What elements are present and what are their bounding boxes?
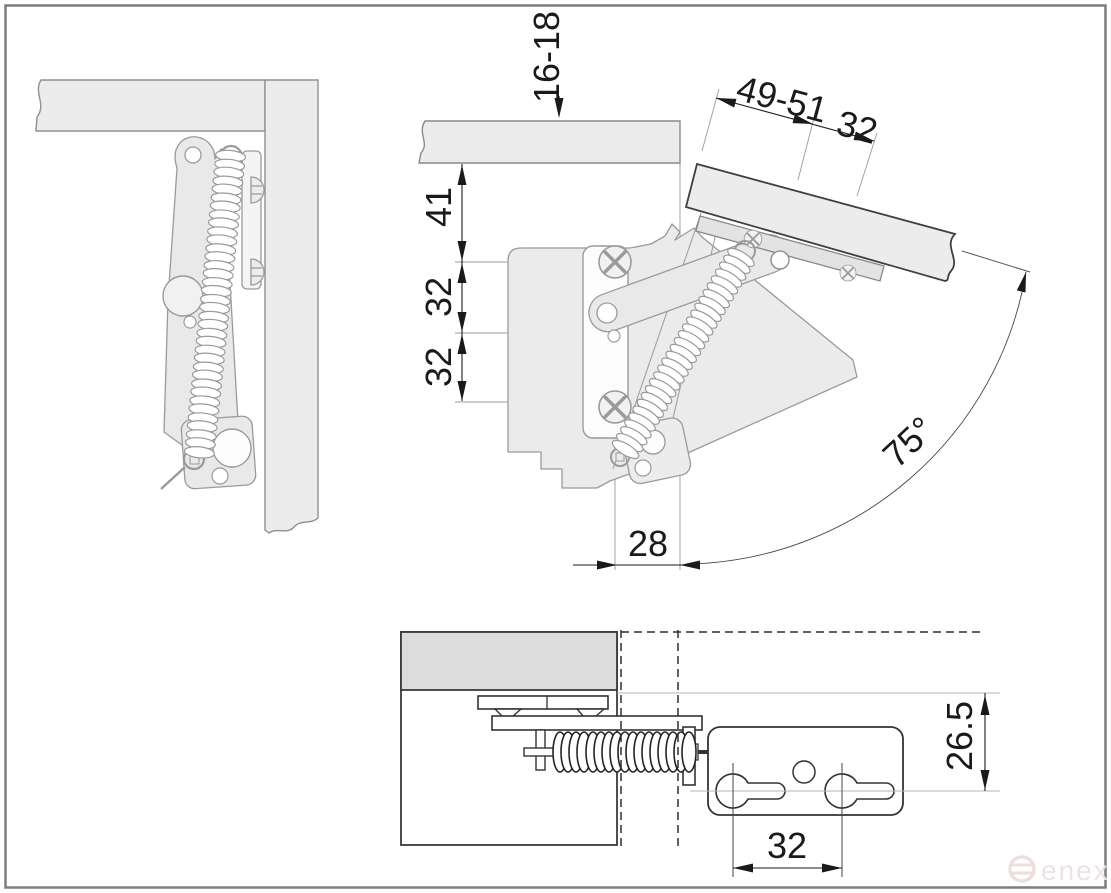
dim-32b-label: 32: [418, 347, 459, 387]
closed-position-view: [35, 79, 319, 534]
arm-pivot: [596, 302, 618, 324]
front-edge-strip: [400, 631, 618, 691]
flap-bracket: [695, 215, 885, 282]
bracket-boss: [770, 250, 790, 270]
flap-panel-closed: [264, 79, 319, 534]
open-position-view: 16-18 41 32 32 49-51 32 75° 28: [418, 11, 1031, 570]
spring-wire-tail: [160, 466, 186, 490]
drawing-border-frame: [4, 4, 1107, 889]
pin-hole: [183, 315, 197, 329]
spring-coil-plan: [552, 731, 697, 773]
bracket-hole: [211, 467, 229, 485]
dimension-hole-spacing: 32: [732, 763, 843, 877]
roller-upper: [162, 275, 204, 317]
dim-panel-thickness-label: 16-18: [526, 11, 567, 103]
plate-screw-bottom: [597, 389, 633, 425]
dim-flap-32-label: 32: [833, 102, 882, 152]
plate-screw-top: [597, 244, 633, 280]
dim-hole-32-label: 32: [767, 825, 807, 866]
dim-41-label: 41: [418, 187, 459, 227]
dimension-top-offset: 41 32 32: [418, 164, 467, 401]
top-panel-closed: [35, 79, 266, 132]
enex-logo-icon: [1008, 855, 1036, 883]
dim-32a-label: 32: [418, 277, 459, 317]
arm-bar-lower: [491, 715, 703, 731]
dim-75deg-label: 75°: [875, 408, 943, 475]
side-screw: [250, 176, 265, 204]
bracket-hole: [634, 459, 652, 477]
brand-watermark: enex: [1008, 855, 1110, 886]
plate-hole: [792, 760, 816, 784]
plate-hole: [607, 329, 621, 343]
dimension-side-offset: 26.5: [939, 693, 990, 791]
flap-panel-open: [684, 162, 957, 282]
enex-logo-icon-bars: [1009, 863, 1035, 875]
bracket-screw: [839, 264, 857, 282]
dim-26-5-label: 26.5: [939, 701, 980, 771]
dimension-panel-thickness: 16-18: [526, 11, 567, 118]
roller-lower: [212, 428, 252, 468]
dim-28-label: 28: [628, 523, 668, 564]
top-panel-open: [418, 120, 681, 164]
dim-49-51-label: 49-51: [732, 67, 832, 130]
arm-bar-upper: [477, 695, 609, 710]
dimension-front-setback: 28: [573, 523, 700, 570]
side-screw: [250, 258, 265, 286]
watermark-brand-text: enex: [1041, 855, 1110, 886]
flap-plane-extension: [961, 250, 1031, 273]
plan-view: 26.5 32: [400, 630, 1000, 877]
arm-pivot-hole: [184, 146, 202, 164]
